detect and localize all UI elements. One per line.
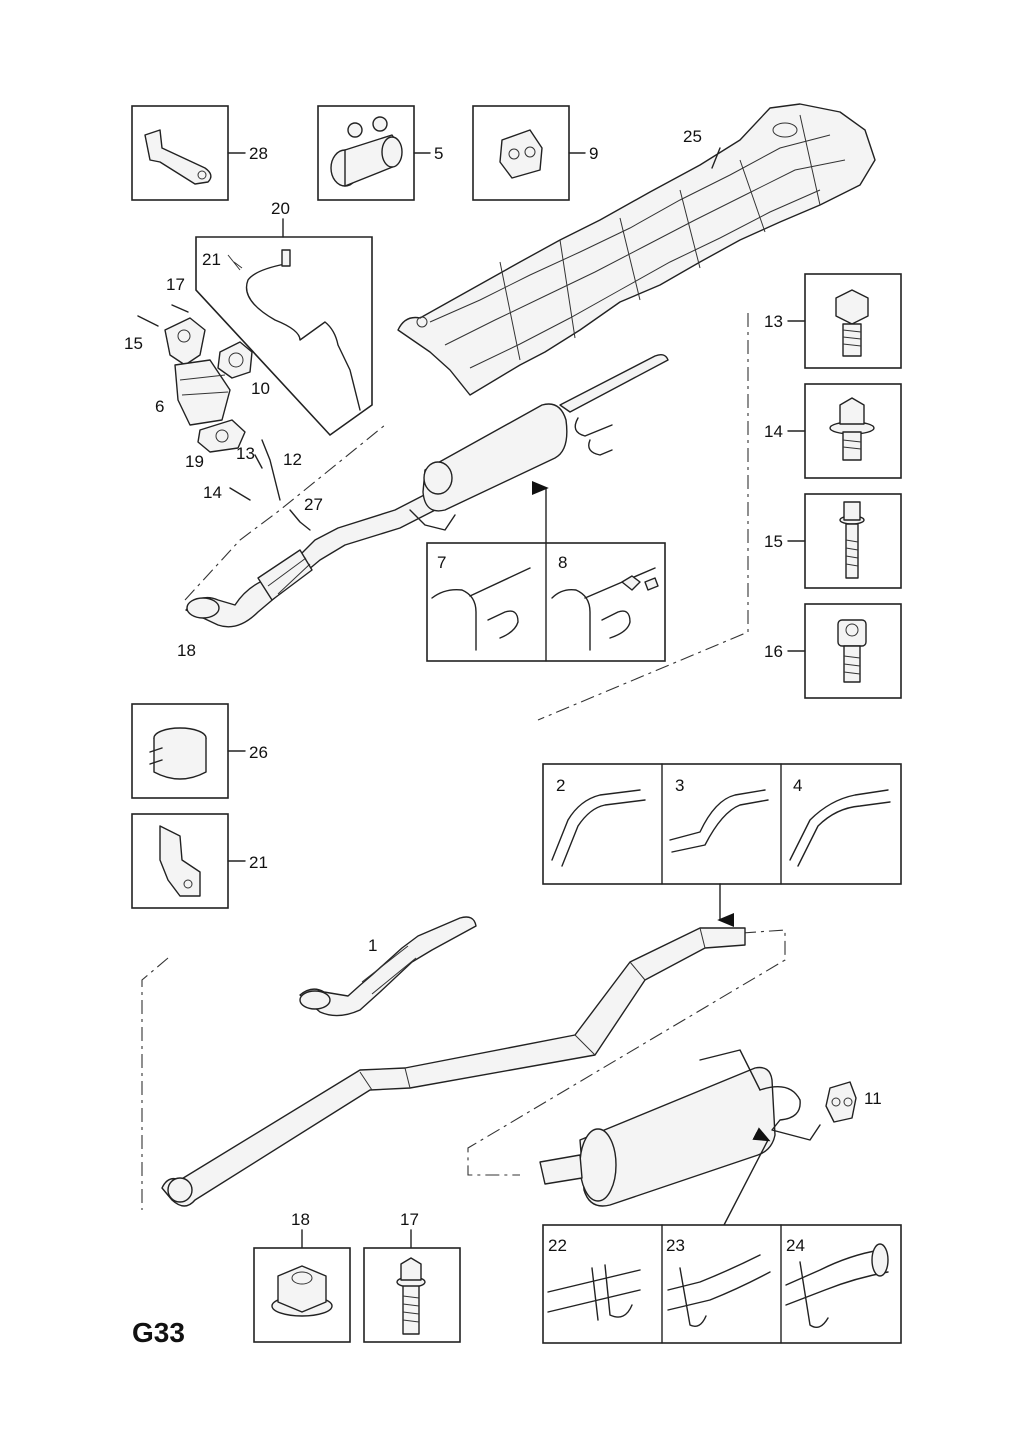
label-16: 16 [764, 642, 783, 661]
variant-box-2-3-4[interactable] [542, 763, 902, 885]
label-26: 26 [249, 743, 268, 762]
inset-box-13[interactable] [787, 273, 902, 369]
label-19: 19 [185, 452, 204, 471]
label-17-bottom: 17 [400, 1210, 419, 1229]
rubber-mount-11[interactable] [825, 1081, 857, 1123]
torx-bolt-17-icon [396, 1257, 426, 1335]
label-3: 3 [675, 776, 684, 795]
inset-box-15[interactable] [787, 493, 902, 589]
exhaust-assembly-upper[interactable] [185, 353, 669, 628]
leader-dash-1 [537, 313, 749, 721]
label-28: 28 [249, 144, 268, 163]
sensor-connector-icon [281, 249, 291, 267]
label-13-main: 13 [236, 444, 255, 463]
bracket-28-icon [144, 129, 212, 185]
label-7: 7 [437, 553, 446, 572]
label-9: 9 [589, 144, 598, 163]
socket-screw-16-icon [837, 619, 867, 683]
label-22: 22 [548, 1236, 567, 1255]
diagram-code: G33 [132, 1317, 185, 1348]
flange-nut-18-icon [271, 1265, 333, 1317]
label-13: 13 [764, 312, 783, 331]
label-1: 1 [368, 936, 377, 955]
rubber-mount-9-icon [499, 129, 543, 179]
studs-15-17 [137, 304, 263, 501]
inset-box-16[interactable] [787, 603, 902, 699]
label-10: 10 [251, 379, 270, 398]
label-21: 21 [249, 853, 268, 872]
label-11: 11 [864, 1089, 882, 1108]
label-18: 18 [291, 1210, 310, 1229]
label-21-sensor: 21 [202, 250, 221, 269]
label-12: 12 [283, 450, 302, 469]
clamp-5-icon [330, 116, 403, 187]
label-8: 8 [558, 553, 567, 572]
inset-box-18[interactable] [253, 1229, 351, 1343]
label-14: 14 [764, 422, 783, 441]
inset-box-17[interactable] [363, 1229, 461, 1343]
label-25: 25 [683, 127, 702, 146]
leader-dash-3 [141, 957, 169, 1210]
inset-box-21[interactable] [131, 813, 246, 909]
intermediate-pipe[interactable] [161, 927, 746, 1207]
catalyst-manifold-6[interactable] [164, 317, 231, 426]
label-20: 20 [271, 199, 290, 218]
front-pipe-1[interactable] [299, 916, 477, 1017]
label-5: 5 [434, 144, 443, 163]
label-15-main: 15 [124, 334, 143, 353]
label-14-main: 14 [203, 483, 222, 502]
variant-box-7-8[interactable] [426, 542, 666, 662]
variant-box-22-23-24[interactable] [542, 1224, 902, 1344]
label-4: 4 [793, 776, 802, 795]
inset-box-9[interactable] [472, 105, 586, 201]
label-6: 6 [155, 397, 164, 416]
arrow-to-hanger [723, 1127, 771, 1226]
long-bolt-15-icon [839, 501, 865, 579]
stud-27[interactable] [289, 509, 311, 531]
label-23: 23 [666, 1236, 685, 1255]
label-18-main: 18 [177, 641, 196, 660]
sensor-box-20[interactable] [195, 218, 373, 437]
rear-muffler[interactable] [539, 1049, 821, 1207]
inset-box-26[interactable] [131, 703, 246, 799]
label-2: 2 [556, 776, 565, 795]
clip-26-icon [149, 727, 207, 780]
hex-bolt-13-icon [835, 289, 869, 357]
flange-19[interactable] [197, 419, 246, 453]
inset-box-14[interactable] [787, 383, 902, 479]
inset-box-28[interactable] [131, 105, 246, 201]
inset-box-5[interactable] [317, 105, 431, 201]
gasket-10[interactable] [217, 341, 253, 379]
heat-shield-25[interactable] [397, 103, 876, 396]
torx-flange-bolt-14-icon [829, 397, 875, 461]
label-24: 24 [786, 1236, 805, 1255]
bracket-12[interactable] [261, 439, 281, 501]
leader-dash-2 [184, 424, 386, 601]
label-15: 15 [764, 532, 783, 551]
bracket-21-icon [159, 825, 201, 897]
label-27: 27 [304, 495, 323, 514]
label-17: 17 [166, 275, 185, 294]
leader-dash-4 [467, 929, 786, 1176]
